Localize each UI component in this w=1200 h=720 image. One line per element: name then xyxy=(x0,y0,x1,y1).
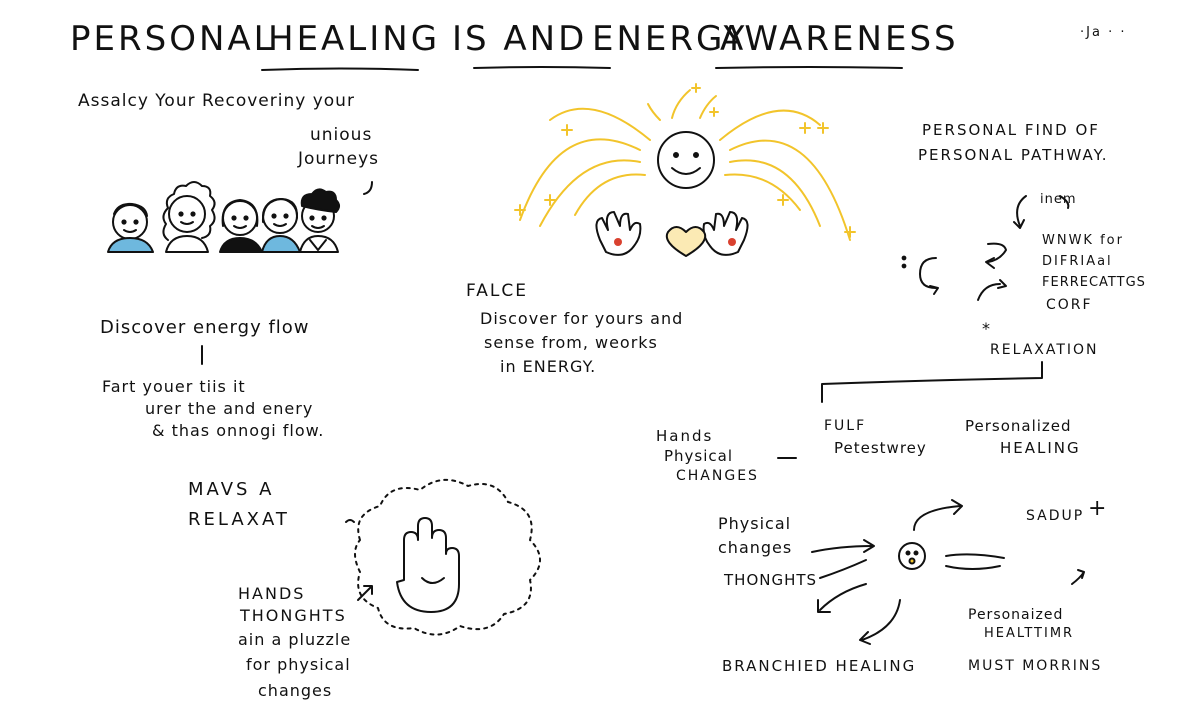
relaxation-label: RELAXATION xyxy=(990,342,1099,358)
recovering-text-line3: Journeys xyxy=(298,149,380,169)
pathway-line1: PERSONAL FIND OF xyxy=(922,121,1100,139)
smiling-face-icon xyxy=(657,131,715,189)
energy-rays xyxy=(514,83,856,241)
hands-thoughts-line1: HANDS xyxy=(238,584,306,603)
bottom-personalized-line1: Personaized xyxy=(968,607,1064,623)
center-line2: sense from, weorks xyxy=(484,333,658,352)
cycle-line3: FERRECATTGS xyxy=(1042,275,1146,290)
branch-full-line2: Petestwrey xyxy=(834,439,927,457)
branch-personalized-line1: Personalized xyxy=(965,417,1072,435)
title-healing: HEALING xyxy=(268,19,441,59)
hands-thoughts-line5: changes xyxy=(258,681,333,700)
title-energy: ENERGY xyxy=(592,19,748,59)
cycle-star: * xyxy=(982,319,991,338)
bottom-personalized-line2: HEALTTIMR xyxy=(984,626,1075,641)
corner-mark: ·Ja · · xyxy=(1080,25,1127,40)
branch-hands-line3: CHANGES xyxy=(676,468,759,484)
title-awareness: AWARENESS xyxy=(720,19,959,59)
physical-changes-line2: changes xyxy=(718,538,793,557)
plus-mark: + xyxy=(1088,496,1108,521)
discover-flow-line3: & thas onnogi flow. xyxy=(152,421,325,440)
branch-hands-line1: Hands xyxy=(656,427,714,445)
cloud-icon xyxy=(354,479,541,636)
recovering-text-line2: unious xyxy=(310,125,373,145)
hands-thoughts-line2: THONGHTS xyxy=(240,606,347,625)
title-underline-mid xyxy=(473,66,611,69)
cycle-line1: WNWK for xyxy=(1042,233,1124,248)
branch-bracket xyxy=(821,361,1043,403)
branch-personalized-line2: HEALING xyxy=(1000,439,1081,457)
cycle-arrows-icon xyxy=(901,195,1070,301)
sadup-label: SADUP xyxy=(1026,508,1085,524)
cycle-line4: CORF xyxy=(1046,297,1093,313)
title-is-and: IS AND xyxy=(452,19,588,59)
title-underline-left xyxy=(261,67,419,71)
hands-thoughts-line3: ain a pluzzle xyxy=(238,630,352,649)
thoughts-label: THONGHTS xyxy=(724,571,818,589)
center-label: FALCE xyxy=(466,281,528,301)
cycle-line2: DIFRIAal xyxy=(1042,254,1113,269)
relax-line1: MAVS A xyxy=(188,479,275,500)
face-hub-icon xyxy=(811,499,1085,645)
recovering-text-line1: Assalcy Your Recoveriny your xyxy=(78,91,355,111)
hands-thoughts-line4: for physical xyxy=(246,655,351,674)
pathway-line2: PERSONAL PATHWAY. xyxy=(918,146,1109,164)
title-underline-right xyxy=(715,66,903,69)
relax-line2: RELAXAT xyxy=(188,509,290,530)
raised-hand-icon xyxy=(396,517,460,613)
center-line3: in ENERGY. xyxy=(500,357,597,376)
discover-flow-line1: Fart youer tiis it xyxy=(102,377,246,396)
open-hands-icon xyxy=(595,211,749,256)
center-line1: Discover for yours and xyxy=(480,309,684,328)
branched-healing-label: BRANCHIED HEALING xyxy=(722,657,917,675)
branch-full-line1: FULF xyxy=(824,418,867,434)
discover-flow-line2: urer the and enery xyxy=(145,399,314,418)
branch-hands-line2: Physical xyxy=(664,447,734,465)
physical-changes-line1: Physical xyxy=(718,514,792,533)
heart-icon xyxy=(665,226,707,257)
small-arrow xyxy=(357,585,373,601)
must-morrins-label: MUST MORRINS xyxy=(968,658,1103,674)
discover-energy-flow-heading: Discover energy flow xyxy=(100,317,310,338)
title-personal: PERSONAL xyxy=(70,19,276,59)
five-people-icon xyxy=(107,181,340,253)
